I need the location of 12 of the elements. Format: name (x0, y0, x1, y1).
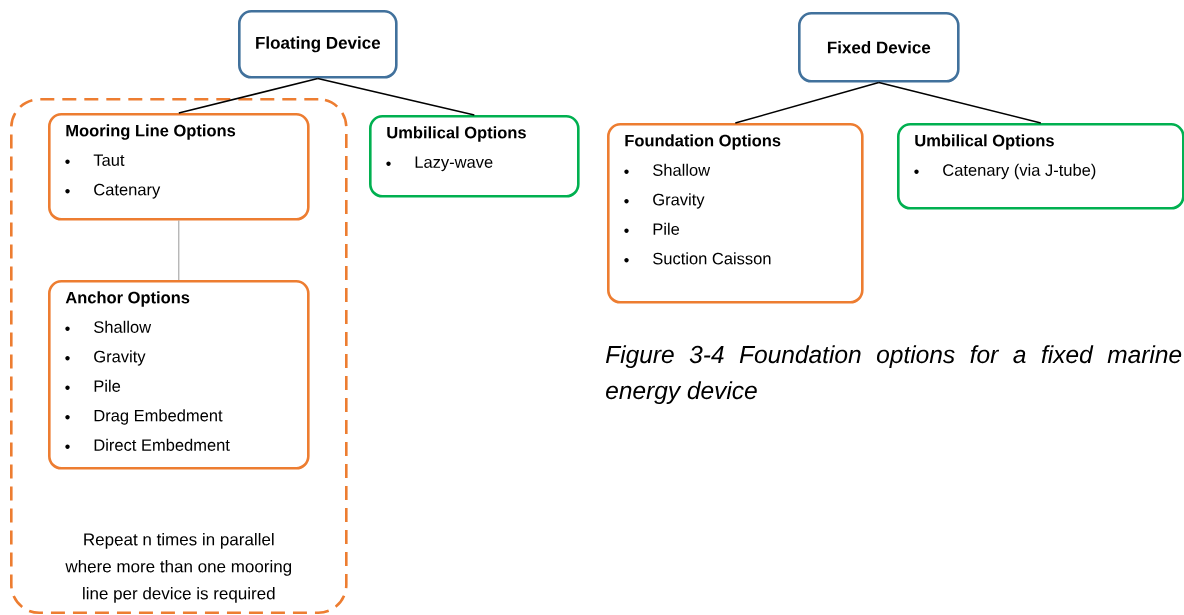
options-box: Umbilical Options Lazy-wave (369, 115, 580, 198)
device-box: Floating Device (238, 10, 398, 79)
options-box: Anchor Options Shallow Gravity Pile Drag Embedment Direct Embedment (48, 280, 310, 470)
connector-line (317, 77, 476, 116)
options-box: Mooring Line Options Taut Catenary (48, 113, 310, 221)
connector-line (178, 220, 180, 281)
connector-line (878, 81, 1042, 124)
options-box: Foundation Options Shallow Gravity Pile Suction Caisson (607, 123, 864, 304)
connector-line (734, 81, 880, 124)
options-box: Umbilical Options Catenary (via J-tube) (897, 123, 1184, 210)
figure-caption: Figure 3-4 Foundation options for a fixed marine energy device (605, 345, 1182, 405)
device-box: Fixed Device (798, 12, 960, 83)
